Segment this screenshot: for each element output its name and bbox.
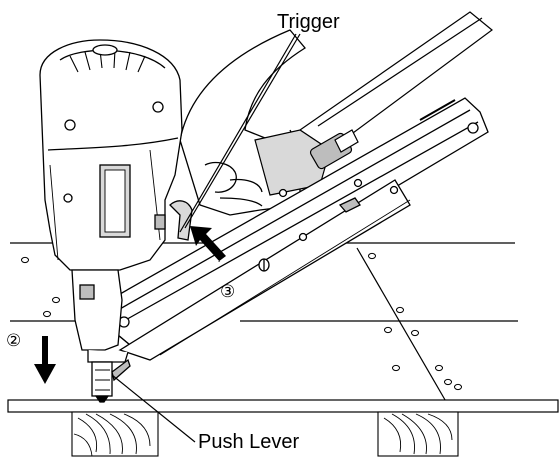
trigger-label: Trigger <box>277 11 340 33</box>
nose-assembly <box>71 269 131 403</box>
joist-right <box>377 411 459 457</box>
callout-lines <box>111 33 301 443</box>
nail-holes <box>21 252 462 391</box>
step-3-marker: ③ <box>220 282 236 301</box>
handle-body <box>254 129 359 196</box>
floor-board <box>7 399 559 413</box>
arrow-down-icon <box>34 336 56 384</box>
step-2-marker: ② <box>6 331 22 350</box>
push-lever-label: Push Lever <box>198 431 300 453</box>
magazine <box>111 97 489 361</box>
arrow-up-right-icon <box>190 226 226 262</box>
joist-left <box>71 411 159 457</box>
trigger <box>169 200 193 241</box>
nailer-head <box>39 39 183 271</box>
